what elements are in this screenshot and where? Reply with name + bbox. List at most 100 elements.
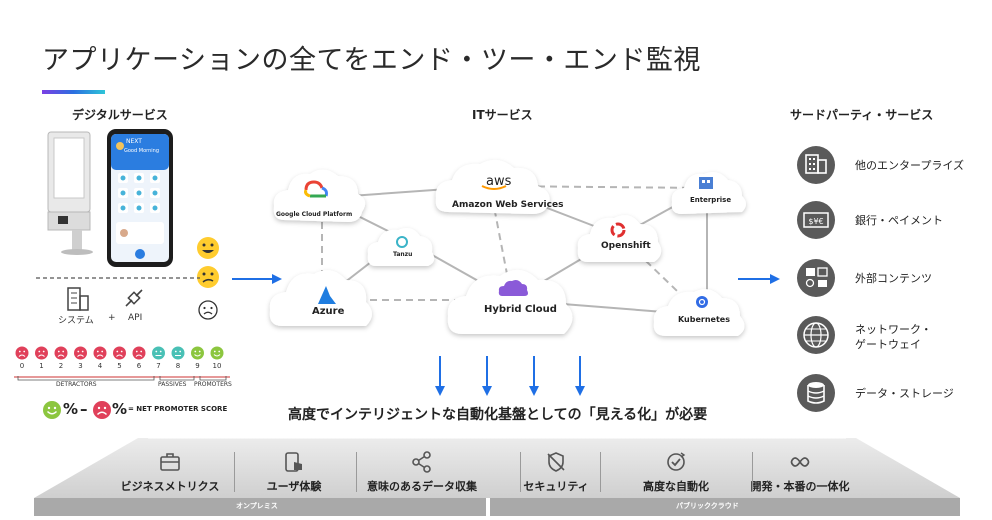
promoters-label: PROMOTERS (194, 381, 232, 388)
on-premise-label: オンプレミス (236, 502, 278, 510)
third-party-label-line2: ゲートウェイ (855, 338, 921, 351)
third-party-label-line1: ネットワーク・ (855, 323, 932, 336)
openshift-logo-icon (610, 222, 626, 238)
globe-icon (797, 316, 835, 354)
gcp-logo-icon (304, 180, 328, 198)
azure-label: Azure (312, 306, 345, 317)
aws-logo-text: aws (486, 174, 512, 189)
nps-face-6 (132, 346, 146, 360)
down-arrows (435, 356, 585, 396)
third-party-label: 他のエンタープライズ (855, 159, 965, 172)
database-icon (797, 374, 835, 412)
nps-score-2: 2 (58, 362, 64, 370)
nps-score-10: 10 (212, 362, 222, 370)
sad-face-icon (198, 300, 218, 320)
platform-divider (356, 452, 357, 492)
nps-face-10 (210, 346, 224, 360)
touch-icon (285, 452, 302, 472)
formula-minus: – (80, 400, 88, 418)
openshift-cloud (577, 215, 662, 262)
digital-services-title: デジタルサービス (72, 108, 168, 122)
nps-score-4: 4 (97, 362, 103, 370)
platform-item-label: セキュリティ (523, 480, 589, 493)
tanzu-label: Tanzu (393, 251, 413, 258)
nps-face-2 (54, 346, 68, 360)
third-party-label: 外部コンテンツ (855, 272, 932, 285)
platform-item-label: 高度な自動化 (643, 480, 709, 493)
third-party-label: データ・ストレージ (855, 387, 954, 400)
automation-icon (667, 452, 686, 471)
tanzu-logo-icon (396, 236, 408, 248)
kiosk-icon (47, 131, 93, 255)
hybrid-cloud (447, 269, 573, 334)
nps-score-9: 9 (195, 362, 200, 370)
nps-brackets (17, 376, 227, 381)
passives-label: PASSIVES (158, 381, 187, 388)
third-party-title: サードパーティ・サービス (790, 108, 934, 122)
page-title: アプリケーションの全てをエンド・ツー・エンド監視 (42, 45, 701, 76)
enterprise-building-icon (699, 177, 713, 189)
hybrid-cloud-label: Hybrid Cloud (484, 304, 557, 315)
platform-divider (752, 452, 753, 492)
currency-icon: $¥€ (797, 201, 835, 239)
plus-sign: + (108, 313, 116, 323)
formula-percent-2: % (112, 400, 128, 418)
building-icon (797, 146, 835, 184)
api-plug-icon (125, 289, 143, 307)
infinity-icon (790, 457, 810, 467)
nps-score-8: 8 (175, 362, 181, 370)
server-icon (67, 287, 89, 311)
platform-base (34, 437, 960, 516)
platform-item-label: 意味のあるデータ収集 (367, 480, 477, 493)
nps-face-3 (74, 346, 87, 360)
nps-score-7: 7 (156, 362, 161, 370)
kubernetes-logo-icon (696, 296, 708, 308)
nps-face-5 (113, 346, 126, 360)
nps-face-8 (171, 346, 185, 360)
formula-percent-1: % (63, 400, 79, 418)
shield-icon (547, 452, 565, 472)
platform-item-label: ユーザ体験 (266, 480, 322, 493)
aws-label: Amazon Web Services (452, 200, 564, 210)
enterprise-cloud (671, 172, 746, 214)
nps-score-5: 5 (117, 362, 122, 370)
aws-smile-icon (481, 185, 507, 190)
azure-logo-icon (318, 286, 336, 304)
aws-cloud (435, 159, 550, 214)
digital-divider (36, 277, 200, 279)
visibility-caption: 高度でインテリジェントな自動化基盤としての「見える化」が必要 (288, 407, 708, 423)
nps-face-1 (35, 346, 48, 360)
platform-divider (520, 452, 521, 492)
arrow-right-icon-2 (738, 274, 780, 284)
nps-score-1: 1 (39, 362, 44, 370)
cloud-network-diagram (269, 159, 746, 336)
promoter-face-icon (43, 401, 61, 419)
kubernetes-label: Kubernetes (678, 315, 730, 324)
platform-divider (234, 452, 235, 492)
share-icon (412, 451, 431, 473)
arrow-right-icon (232, 274, 282, 284)
platform-item-label: 開発・本番の一体化 (750, 480, 850, 493)
public-cloud-label: パブリッククラウド (676, 502, 739, 510)
third-party-label: 銀行・ペイメント (855, 214, 943, 227)
enterprise-label: Enterprise (690, 196, 732, 204)
phone-greeting: Good Morning (124, 148, 159, 154)
briefcase-icon (160, 453, 180, 471)
svg-text:$¥€: $¥€ (808, 217, 823, 226)
nps-score-6: 6 (136, 362, 142, 370)
nps-faces (14, 346, 230, 378)
api-label: API (128, 313, 143, 323)
phone-brand: NEXT (126, 138, 142, 145)
hybrid-cloud-icon (498, 280, 528, 296)
happy-face-icon (197, 237, 219, 259)
nps-face-0 (15, 346, 29, 360)
confused-face-icon (197, 266, 219, 288)
media-icon (797, 259, 835, 297)
nps-face-4 (93, 346, 107, 360)
detractor-face-icon (93, 401, 111, 419)
detractors-label: DETRACTORS (56, 381, 97, 388)
it-services-title: ITサービス (472, 108, 533, 122)
openshift-label: Openshift (601, 241, 651, 251)
system-label: システム (58, 316, 94, 326)
nps-score-0: 0 (19, 362, 25, 370)
